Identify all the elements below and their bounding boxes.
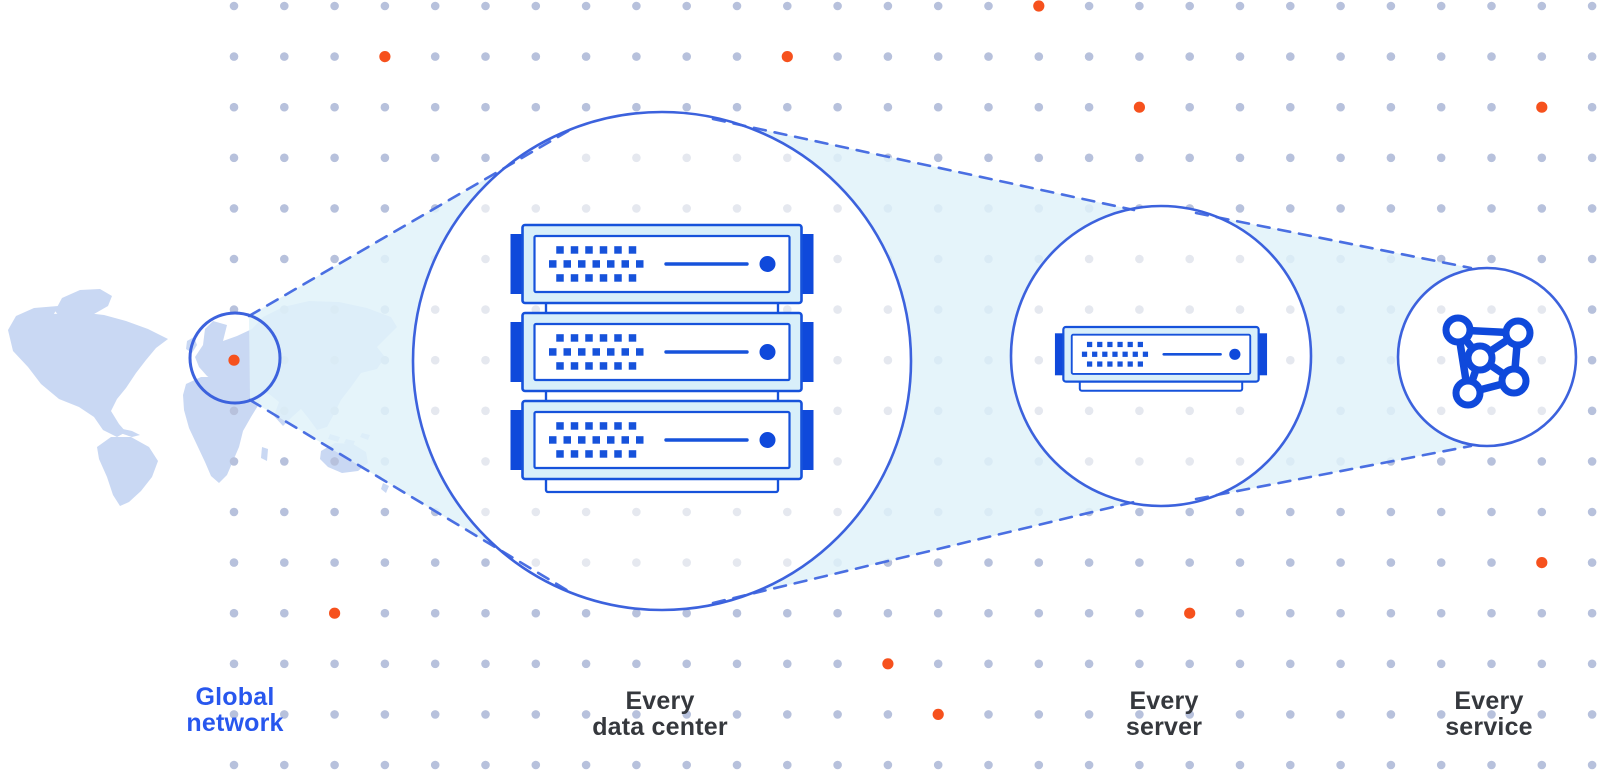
orange-dot xyxy=(1536,557,1548,569)
server-led xyxy=(759,256,776,272)
server-unit xyxy=(510,223,814,318)
stage-circle-every-data-center xyxy=(411,110,913,612)
orange-dot xyxy=(228,354,240,366)
server-led xyxy=(759,432,776,448)
label-every-server: Every server xyxy=(1126,688,1202,740)
label-line: server xyxy=(1125,713,1203,741)
server-rack xyxy=(510,223,814,494)
orange-dot xyxy=(379,51,391,63)
server-dot-matrix xyxy=(549,246,644,282)
label-line: Every xyxy=(1454,687,1524,715)
stage-circle-every-server xyxy=(1009,204,1313,508)
server-unit xyxy=(1054,325,1268,392)
dashed-zoom-lines xyxy=(247,117,1473,605)
label-every-data-center: Every data center xyxy=(592,688,728,740)
server-led xyxy=(759,344,776,360)
label-line: data center xyxy=(592,713,728,741)
orange-dot xyxy=(932,708,944,721)
label-line: network xyxy=(186,709,284,737)
single-server xyxy=(1054,325,1268,392)
server-dot-matrix xyxy=(1081,341,1149,367)
server-dot-matrix xyxy=(549,334,644,370)
stage-circle-global-network xyxy=(188,311,282,405)
network-node xyxy=(1442,314,1474,346)
network-node xyxy=(1464,342,1496,374)
orange-dot xyxy=(882,658,894,670)
server-panel xyxy=(533,410,791,470)
orange-dot xyxy=(1184,607,1196,619)
server-led xyxy=(1229,348,1241,360)
orange-dot xyxy=(1536,101,1548,113)
network-node xyxy=(1452,377,1484,409)
network-icon xyxy=(1442,314,1534,409)
server-panel xyxy=(1070,333,1252,375)
orange-dot xyxy=(1033,0,1045,12)
label-line: Every xyxy=(1129,687,1199,715)
orange-dot xyxy=(781,51,793,63)
stage-circle-every-service xyxy=(1396,266,1578,448)
label-line: service xyxy=(1445,713,1533,741)
orange-dot xyxy=(1133,101,1145,113)
server-dot-matrix xyxy=(549,422,644,458)
server-panel xyxy=(533,234,791,294)
network-node xyxy=(1498,365,1530,397)
label-line: Global xyxy=(195,683,275,711)
orange-dot xyxy=(329,607,341,619)
label-global-network: Global network xyxy=(186,684,283,736)
server-panel xyxy=(533,322,791,382)
label-line: Every xyxy=(625,687,695,715)
label-every-service: Every service xyxy=(1445,688,1533,740)
network-node xyxy=(1502,317,1534,349)
server-unit xyxy=(510,399,814,494)
server-unit xyxy=(510,311,814,406)
